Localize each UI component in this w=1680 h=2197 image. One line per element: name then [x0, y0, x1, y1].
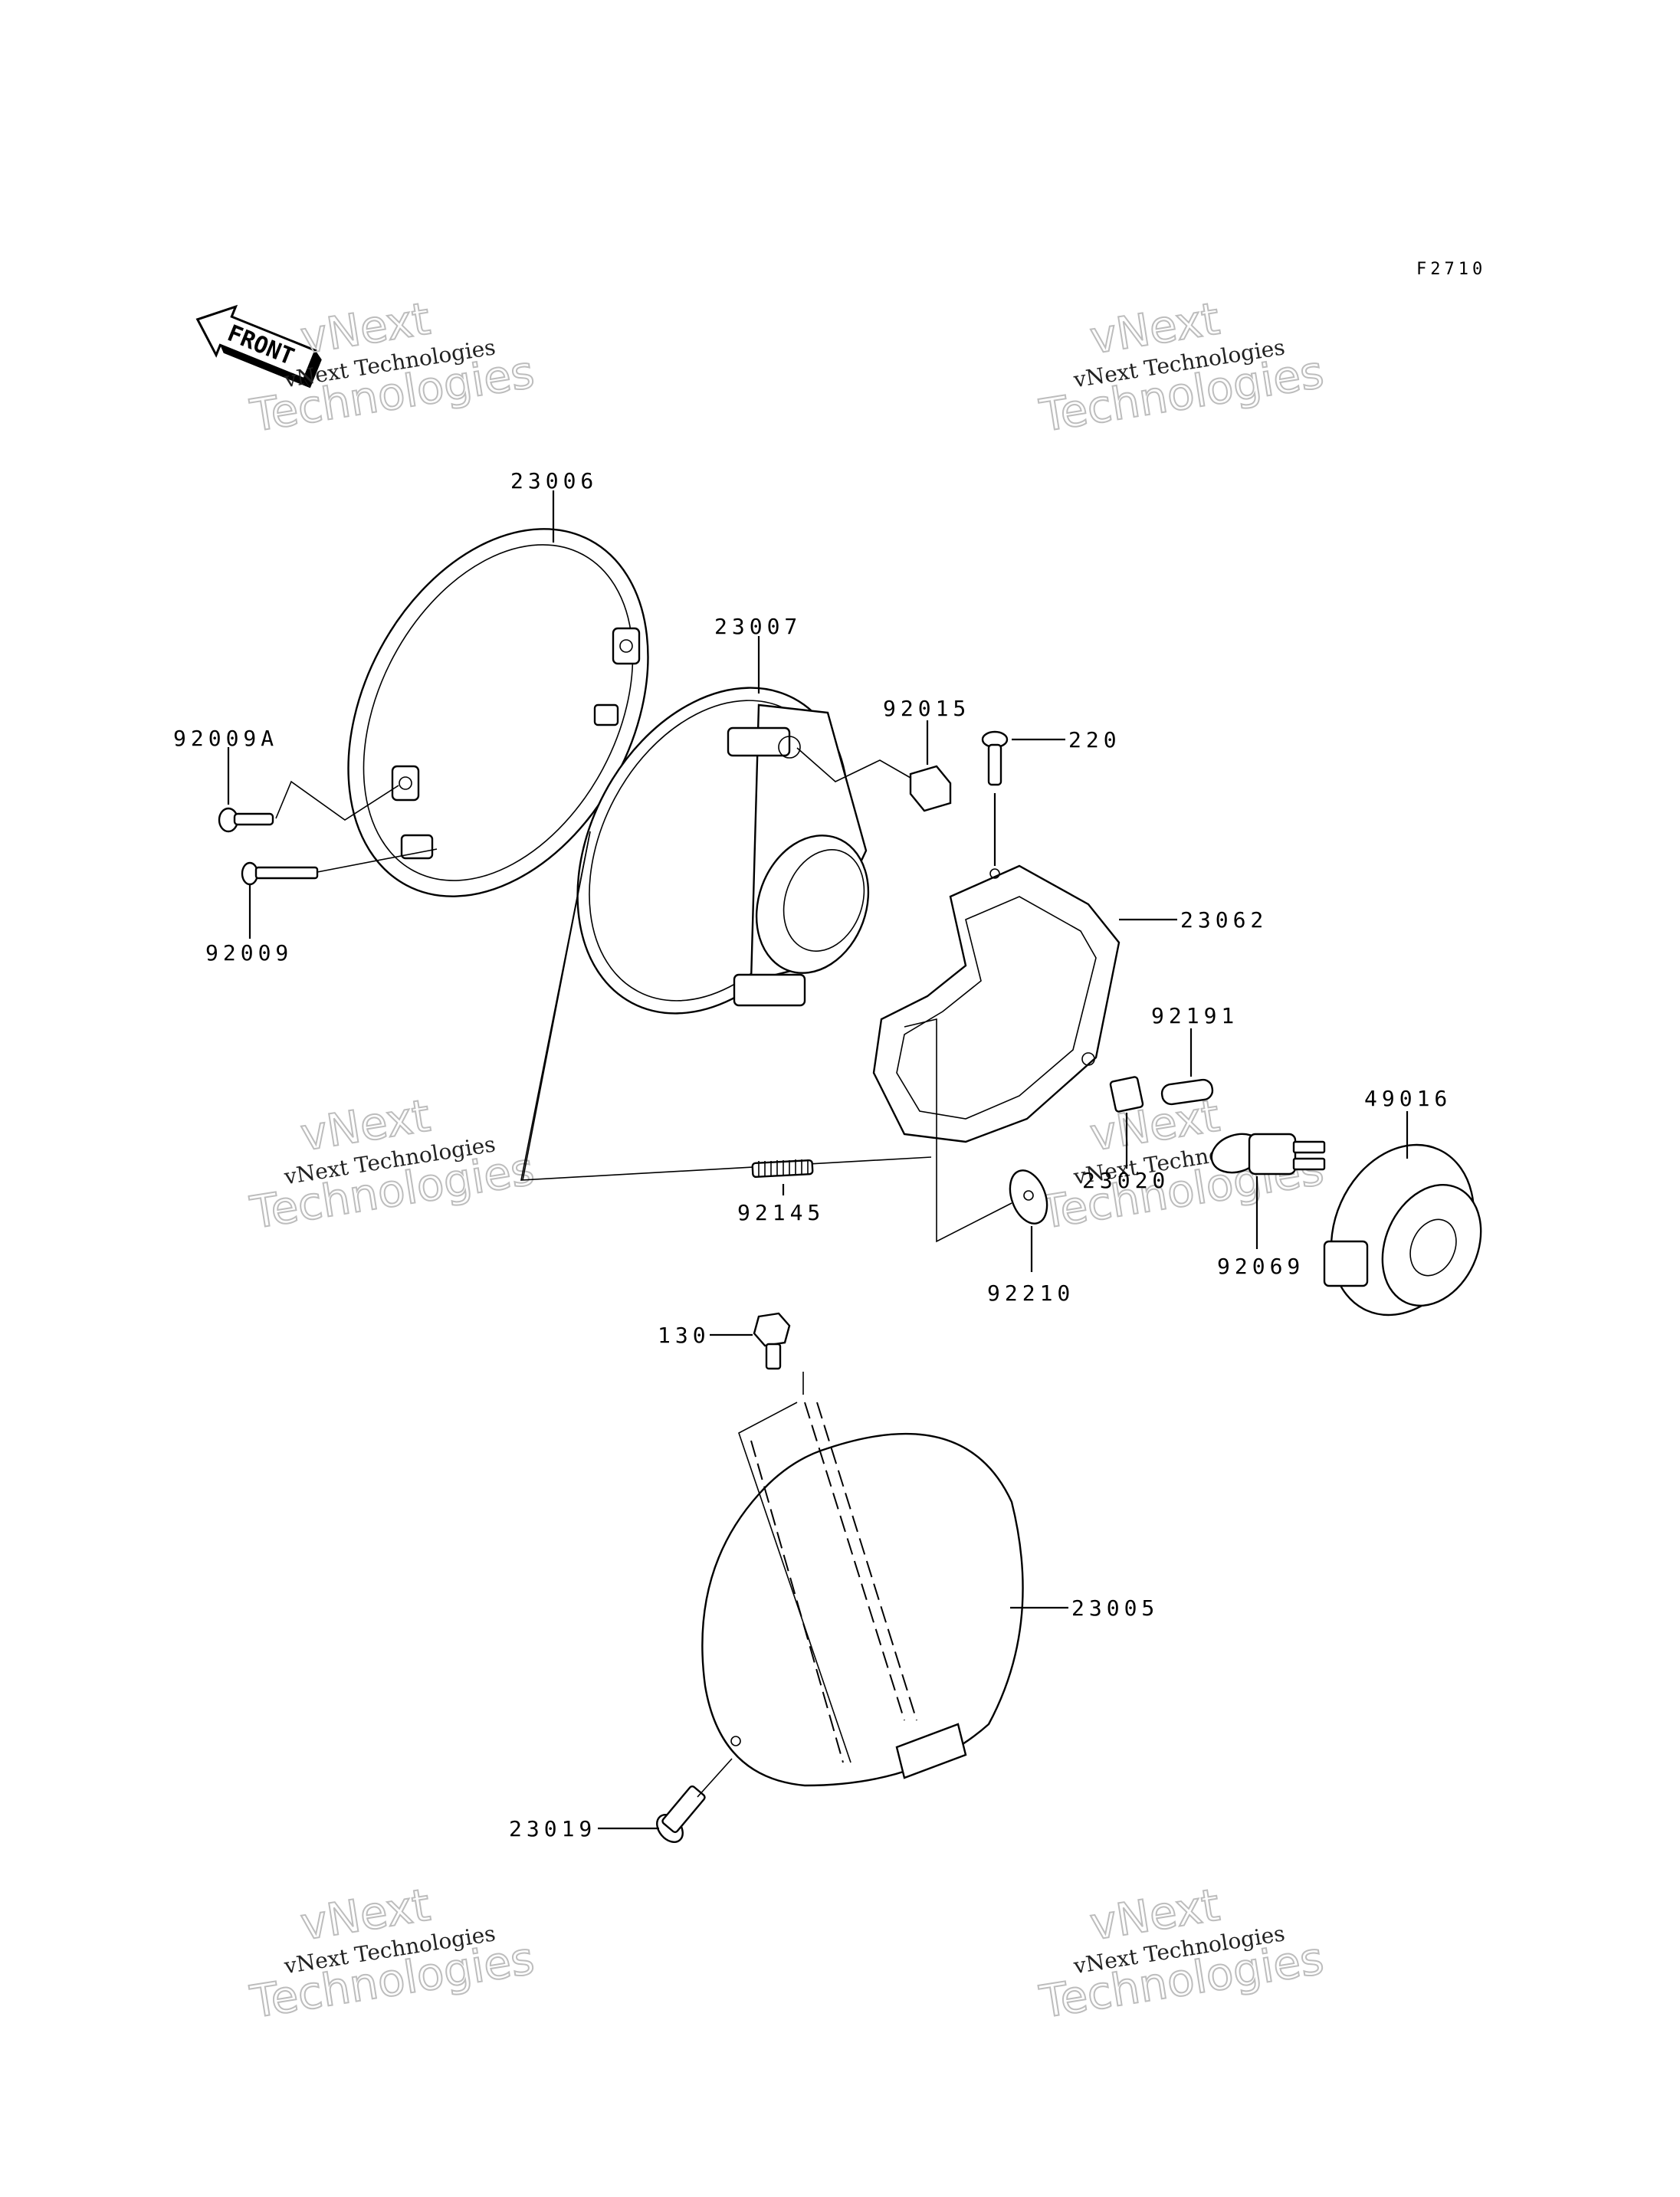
label-23020: 23020	[1082, 1168, 1170, 1193]
diagram-code: F2710	[1416, 260, 1486, 279]
label-23062: 23062	[1180, 907, 1268, 933]
watermark-middle-left: vNext Technologies vNext Technologies	[246, 1088, 539, 1239]
housing-23005	[701, 1432, 1024, 1787]
label-23007: 23007	[714, 614, 802, 639]
clip-23020	[1109, 1076, 1144, 1113]
label-130: 130	[658, 1323, 710, 1348]
cap-49016	[1323, 1143, 1482, 1317]
spring-92145	[751, 1159, 814, 1179]
screw-92009a	[218, 807, 274, 833]
label-92145: 92145	[737, 1200, 825, 1225]
label-92069: 92069	[1217, 1254, 1304, 1279]
bulb-92069	[1210, 1133, 1326, 1176]
screw-92009	[241, 861, 319, 886]
watermark-bottom-left: vNext Technologies vNext Technologies	[246, 1877, 539, 2028]
watermark-top-right: vNext Technologies vNext Technologies	[1035, 291, 1328, 442]
washer-92210	[1009, 1169, 1048, 1225]
label-92009a: 92009A	[173, 726, 278, 751]
label-92191: 92191	[1151, 1003, 1239, 1028]
watermark-bottom-right: vNext Technologies vNext Technologies	[1035, 1877, 1328, 2028]
label-23005: 23005	[1071, 1595, 1159, 1621]
label-23019: 23019	[509, 1816, 596, 1841]
bolt-130	[753, 1312, 791, 1370]
label-92210: 92210	[987, 1280, 1075, 1306]
collar-92191	[1160, 1078, 1214, 1106]
label-23006: 23006	[510, 468, 598, 494]
label-92009: 92009	[205, 940, 293, 966]
screw-220	[981, 730, 1009, 786]
nut-92015	[909, 765, 952, 812]
holder-23019	[656, 1785, 706, 1843]
label-49016: 49016	[1364, 1086, 1452, 1111]
bracket-23062	[872, 864, 1121, 1143]
label-220: 220	[1068, 727, 1121, 753]
label-92015: 92015	[883, 696, 970, 721]
unit-23007	[576, 687, 870, 1015]
